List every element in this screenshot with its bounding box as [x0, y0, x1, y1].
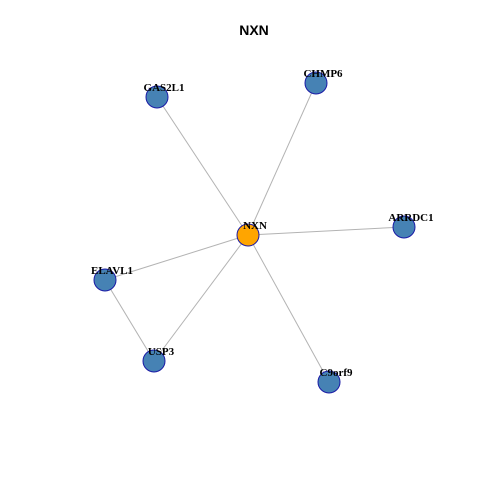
node-arrdc1	[392, 215, 416, 239]
node-elavl1	[93, 268, 117, 292]
node-label-arrdc1: ARRDC1	[388, 212, 433, 224]
edge-nxn-arrdc1	[247, 226, 405, 236]
node-usp3	[142, 349, 166, 373]
node-label-nxn: NXN	[243, 220, 267, 232]
node-gas2l1	[145, 85, 169, 109]
edge-layer	[104, 82, 405, 383]
node-nxn	[236, 223, 260, 247]
node-label-chmp6: CHMP6	[303, 68, 343, 80]
node-c9orf9	[317, 370, 341, 394]
node-label-c9orf9: C9orf9	[320, 367, 353, 379]
node-label-elavl1: ELAVL1	[91, 265, 133, 277]
node-chmp6	[304, 71, 328, 95]
edge-nxn-chmp6	[247, 82, 317, 236]
graph-title: NXN	[239, 22, 269, 38]
edge-nxn-elavl1	[104, 234, 249, 281]
edge-nxn-usp3	[153, 234, 249, 362]
node-label-gas2l1: GAS2L1	[144, 82, 185, 94]
edge-elavl1-usp3	[104, 279, 155, 362]
edge-nxn-c9orf9	[247, 234, 330, 383]
node-layer	[93, 71, 416, 394]
node-label-usp3: USP3	[148, 346, 175, 358]
edge-nxn-gas2l1	[156, 96, 249, 236]
